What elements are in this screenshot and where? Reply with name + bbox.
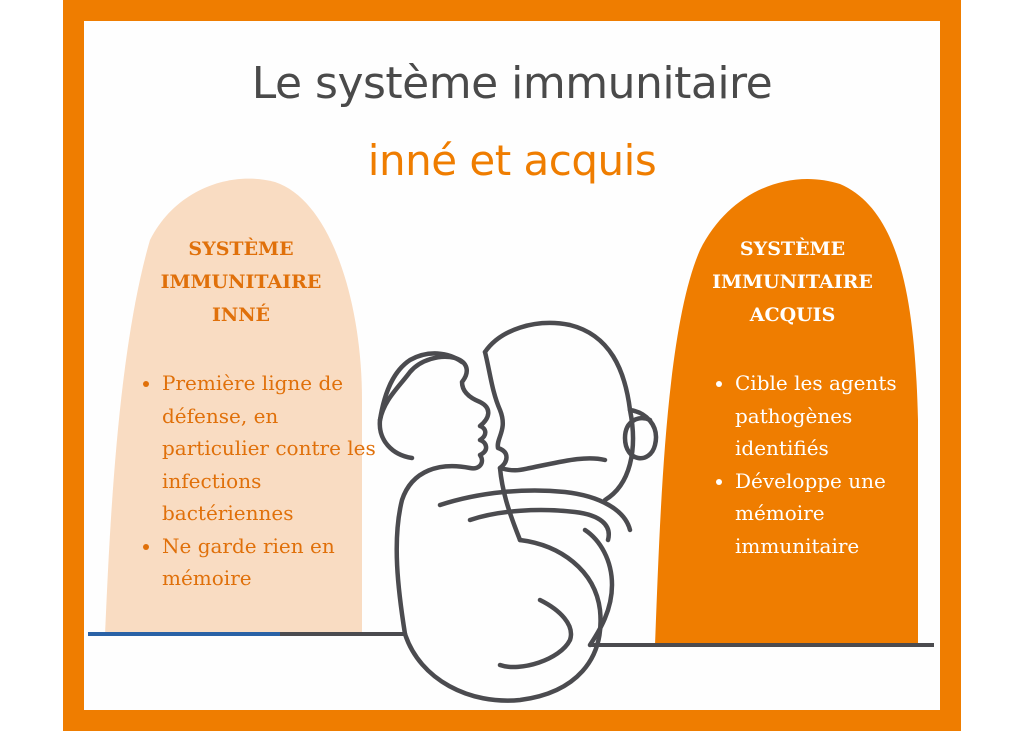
innate-heading: SYSTÈME IMMUNITAIRE INNÉ — [141, 233, 341, 332]
page-title: Le système immunitaire — [251, 58, 773, 109]
page-subtitle: inné et acquis — [367, 136, 657, 185]
acquired-bullet-list: Cible les agents pathogènes identifiés D… — [713, 367, 935, 562]
acquired-heading-line: IMMUNITAIRE — [712, 271, 873, 293]
acquired-heading-line: ACQUIS — [749, 304, 836, 326]
acquired-heading-line: SYSTÈME — [739, 238, 846, 260]
list-item: Première ligne de défense, en particulie… — [162, 367, 377, 530]
list-item: Ne garde rien en mémoire — [162, 530, 377, 595]
acquired-blob — [655, 178, 918, 645]
list-item: Développe une mémoire immunitaire — [735, 465, 935, 563]
innate-heading-line: INNÉ — [211, 304, 271, 326]
embracing-figures-line-art — [377, 320, 659, 703]
innate-heading-line: SYSTÈME — [188, 238, 294, 260]
list-item: Cible les agents pathogènes identifiés — [735, 367, 935, 465]
innate-heading-line: IMMUNITAIRE — [160, 271, 322, 293]
innate-blob — [105, 178, 362, 635]
innate-bullet-list: Première ligne de défense, en particulie… — [140, 367, 377, 595]
acquired-heading: SYSTÈME IMMUNITAIRE ACQUIS — [690, 233, 895, 332]
